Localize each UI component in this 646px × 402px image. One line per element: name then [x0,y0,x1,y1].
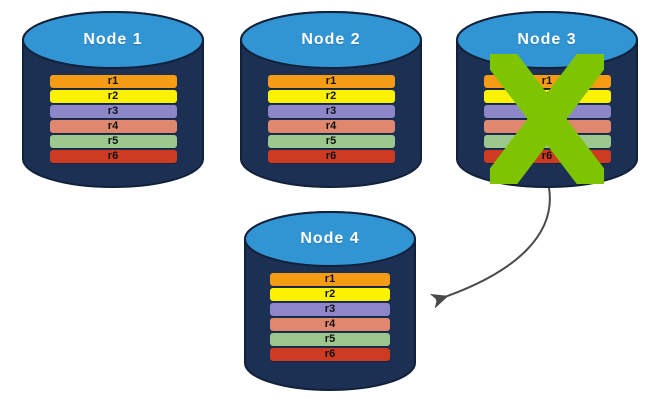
data-row-r1[interactable]: r1 [270,273,390,286]
cylinder-top-face [244,211,416,267]
data-row-label: r4 [541,120,553,132]
data-row-r6[interactable]: r6 [483,150,611,163]
data-row-label: r6 [541,150,553,162]
data-row-label: r4 [107,120,119,132]
data-row-r6[interactable]: r6 [267,150,395,163]
data-row-label: r1 [324,273,336,285]
data-row-label: r1 [107,75,119,87]
data-row-label: r1 [325,75,337,87]
data-row-r1[interactable]: r1 [483,75,611,88]
data-row-r5[interactable]: r5 [267,135,395,148]
data-row-r3[interactable]: r3 [483,105,611,118]
data-row-label: r2 [324,288,336,300]
data-row-label: r3 [107,105,119,117]
cylinder-top-face [22,11,204,69]
data-row-r2[interactable]: r2 [267,90,395,103]
data-row-r2[interactable]: r2 [483,90,611,103]
cylinder-top-face [456,11,638,69]
data-row-label: r2 [107,90,119,102]
data-row-r2[interactable]: r2 [49,90,177,103]
data-row-r4[interactable]: r4 [267,120,395,133]
data-row-label: r4 [325,120,337,132]
data-row-r3[interactable]: r3 [270,303,390,316]
data-row-r4[interactable]: r4 [49,120,177,133]
data-row-label: r3 [324,303,336,315]
data-row-label: r2 [541,90,553,102]
row-stack: r1 r2 r3 r4 r5 r6 [456,75,638,165]
data-row-label: r5 [324,333,336,345]
data-row-label: r4 [324,318,336,330]
data-row-label: r5 [541,135,553,147]
data-row-label: r5 [107,135,119,147]
data-row-r2[interactable]: r2 [270,288,390,301]
data-row-r5[interactable]: r5 [483,135,611,148]
data-row-label: r5 [325,135,337,147]
data-row-r4[interactable]: r4 [270,318,390,331]
data-row-r6[interactable]: r6 [270,348,390,361]
data-row-r5[interactable]: r5 [270,333,390,346]
data-row-r4[interactable]: r4 [483,120,611,133]
cylinder-top-face [240,11,422,69]
data-row-r5[interactable]: r5 [49,135,177,148]
data-row-label: r1 [541,75,553,87]
row-stack: r1 r2 r3 r4 r5 r6 [22,75,204,165]
data-row-r1[interactable]: r1 [49,75,177,88]
data-row-label: r3 [325,105,337,117]
data-row-label: r2 [325,90,337,102]
data-row-r1[interactable]: r1 [267,75,395,88]
arrow-node3-to-node4 [429,187,551,309]
data-row-r3[interactable]: r3 [267,105,395,118]
data-row-label: r3 [541,105,553,117]
data-row-r6[interactable]: r6 [49,150,177,163]
data-row-r3[interactable]: r3 [49,105,177,118]
row-stack: r1 r2 r3 r4 r5 r6 [244,273,416,363]
data-row-label: r6 [324,348,336,360]
data-row-label: r6 [107,150,119,162]
row-stack: r1 r2 r3 r4 r5 r6 [240,75,422,165]
data-row-label: r6 [325,150,337,162]
